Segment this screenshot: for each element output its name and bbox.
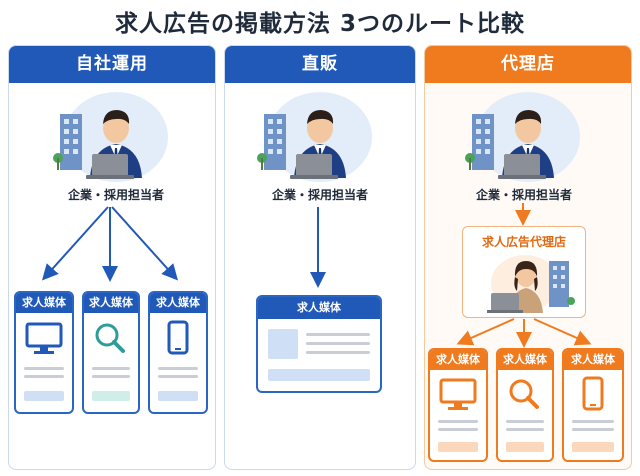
media-card-label: 求人媒体 [430,350,486,370]
page-title: 求人広告の掲載方法 3つのルート比較 [114,11,525,37]
media-card-label: 求人媒体 [498,350,552,370]
media-card-label: 求人媒体 [564,350,622,370]
agency-staff-icon [487,255,575,313]
media-card: 求人媒体 [496,348,554,462]
recruiter-person-icon [53,110,142,179]
recruiter-person-icon [257,110,346,179]
monitor-icon [439,378,477,410]
recruiting-agency-box: 求人広告代理店 [462,226,586,318]
recruiter-person-icon [465,110,554,179]
media-card: 求人媒体 [428,348,488,462]
role-label: 企業・採用担当者 [271,188,368,202]
media-card-label: 求人媒体 [84,293,138,313]
search-icon [95,323,125,353]
role-label: 企業・採用担当者 [475,188,572,202]
media-card: 求人媒体 [148,291,208,414]
media-card: 求人媒体 [562,348,624,462]
media-image-placeholder [268,329,298,359]
smartphone-icon [582,376,604,411]
media-card-label: 求人媒体 [258,297,380,319]
media-card: 求人媒体 [82,291,140,414]
media-card-label: 求人媒体 [16,293,72,313]
smartphone-icon [167,320,189,355]
role-label: 企業・採用担当者 [67,188,164,202]
media-card-wide: 求人媒体 [256,295,382,393]
agency-label: 求人広告代理店 [481,235,566,249]
media-card-label: 求人媒体 [150,293,206,313]
column-header-agency: 代理店 [425,46,631,83]
column-header-self-operation: 自社運用 [9,46,215,83]
column-header-direct-sales: 直販 [225,46,415,83]
search-icon [509,379,539,409]
monitor-icon [25,322,63,354]
media-card: 求人媒体 [14,291,74,414]
